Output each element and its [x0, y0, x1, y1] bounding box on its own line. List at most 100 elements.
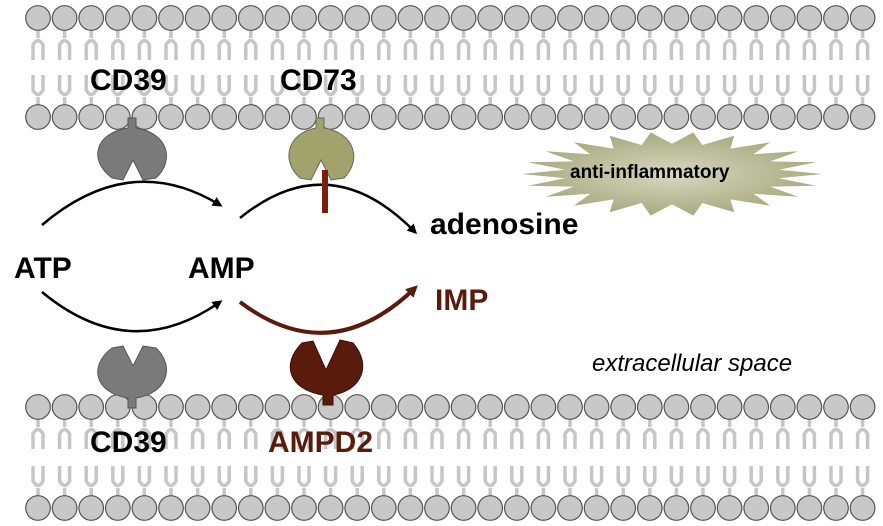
lipid-head — [823, 495, 849, 521]
lipid-tail — [669, 419, 684, 449]
lipid-tail — [31, 30, 45, 60]
cd73-label: CD73 — [280, 64, 357, 97]
lipid-tail — [510, 75, 524, 105]
lipid-head — [370, 5, 397, 31]
lipid-head — [184, 394, 211, 420]
lipid-tail — [244, 30, 258, 60]
lipid-tail — [323, 419, 338, 449]
lipid-tail — [669, 466, 684, 496]
lipid-head — [158, 5, 184, 31]
lipid-head — [690, 394, 716, 420]
lipid-tail — [696, 75, 710, 105]
lipid-head — [211, 394, 238, 420]
lipid-head — [823, 394, 849, 420]
lipid-tail — [217, 75, 231, 105]
lipid-tail — [589, 466, 604, 496]
lipid-tail — [270, 419, 285, 449]
lipid-tail — [510, 419, 524, 449]
lipid-tail — [111, 419, 125, 449]
lipid-tail — [483, 419, 497, 449]
lipid-tail — [244, 75, 258, 105]
lipid-head — [317, 5, 344, 31]
lipid-tail — [164, 75, 178, 105]
lipid-head — [184, 5, 211, 31]
lipid-tail — [855, 30, 870, 60]
lipid-tail — [589, 30, 604, 60]
lipid-tail — [84, 419, 98, 449]
lipid-tail — [456, 466, 471, 496]
lipid-head — [583, 104, 610, 130]
lipid-head — [344, 495, 371, 521]
lipid-tail — [829, 75, 843, 105]
lipid-tail — [696, 419, 710, 449]
lipid-head — [158, 104, 184, 130]
lipid-tail — [430, 419, 444, 449]
lipid-tail — [696, 30, 710, 60]
lipid-head — [51, 104, 78, 130]
lipid-head — [424, 104, 450, 130]
lipid-tail — [802, 419, 817, 449]
lipid-tail — [483, 30, 497, 60]
lipid-head — [716, 495, 743, 521]
cd39-bottom-enzyme — [97, 345, 167, 409]
lipid-head — [743, 495, 770, 521]
lipid-head — [424, 394, 450, 420]
lipid-tail — [589, 419, 604, 449]
atp-to-amp-arrow-top — [41, 180, 223, 226]
lipid-head — [291, 5, 317, 31]
lipid-head — [663, 104, 690, 130]
lipid-head — [184, 104, 211, 130]
lipid-tail — [323, 30, 338, 60]
lipid-head — [610, 5, 637, 31]
lipid-tail — [297, 466, 311, 496]
lipid-tail — [563, 466, 577, 496]
lipid-tail — [456, 30, 471, 60]
lipid-tail — [190, 419, 205, 449]
lipid-tail — [536, 30, 551, 60]
lipid-tail — [403, 30, 418, 60]
lipid-head — [849, 495, 876, 521]
lipid-head — [690, 5, 716, 31]
lipid-tail — [137, 419, 152, 449]
lipid-tail — [164, 30, 178, 60]
lipid-head — [450, 5, 477, 31]
lipid-tail — [802, 30, 817, 60]
lipid-head — [237, 104, 264, 130]
lipid-head — [264, 394, 291, 420]
lipid-tail — [350, 30, 364, 60]
lipid-tail — [643, 30, 657, 60]
lipid-tail — [563, 419, 577, 449]
lipid-tail — [855, 466, 870, 496]
lipid-head — [78, 5, 105, 31]
lipid-tail — [776, 30, 790, 60]
lipid-tail — [190, 75, 205, 105]
lipid-tail — [57, 466, 72, 496]
imp-label: IMP — [435, 284, 489, 317]
lipid-tail — [722, 75, 737, 105]
lipid-tail — [137, 30, 152, 60]
lipid-head — [264, 495, 291, 521]
lipid-tail — [190, 30, 205, 60]
lipid-head — [450, 104, 477, 130]
lipid-head — [583, 394, 610, 420]
lipid-head — [743, 394, 770, 420]
lipid-tail — [643, 75, 657, 105]
lipid-head — [450, 394, 477, 420]
lipid-tail — [483, 75, 497, 105]
lipid-head — [530, 394, 557, 420]
lipid-tail — [297, 75, 311, 105]
lipid-head — [610, 394, 637, 420]
lipid-tail — [510, 30, 524, 60]
lipid-head — [104, 104, 131, 130]
lipid-head — [796, 5, 823, 31]
lipid-head — [424, 5, 450, 31]
lipid-tail — [164, 466, 178, 496]
lipid-tail — [669, 75, 684, 105]
lipid-head — [663, 394, 690, 420]
lipid-tail — [563, 30, 577, 60]
lipid-head — [583, 5, 610, 31]
lipid-head — [636, 394, 663, 420]
lipid-head — [503, 495, 530, 521]
lipid-tail — [377, 419, 391, 449]
